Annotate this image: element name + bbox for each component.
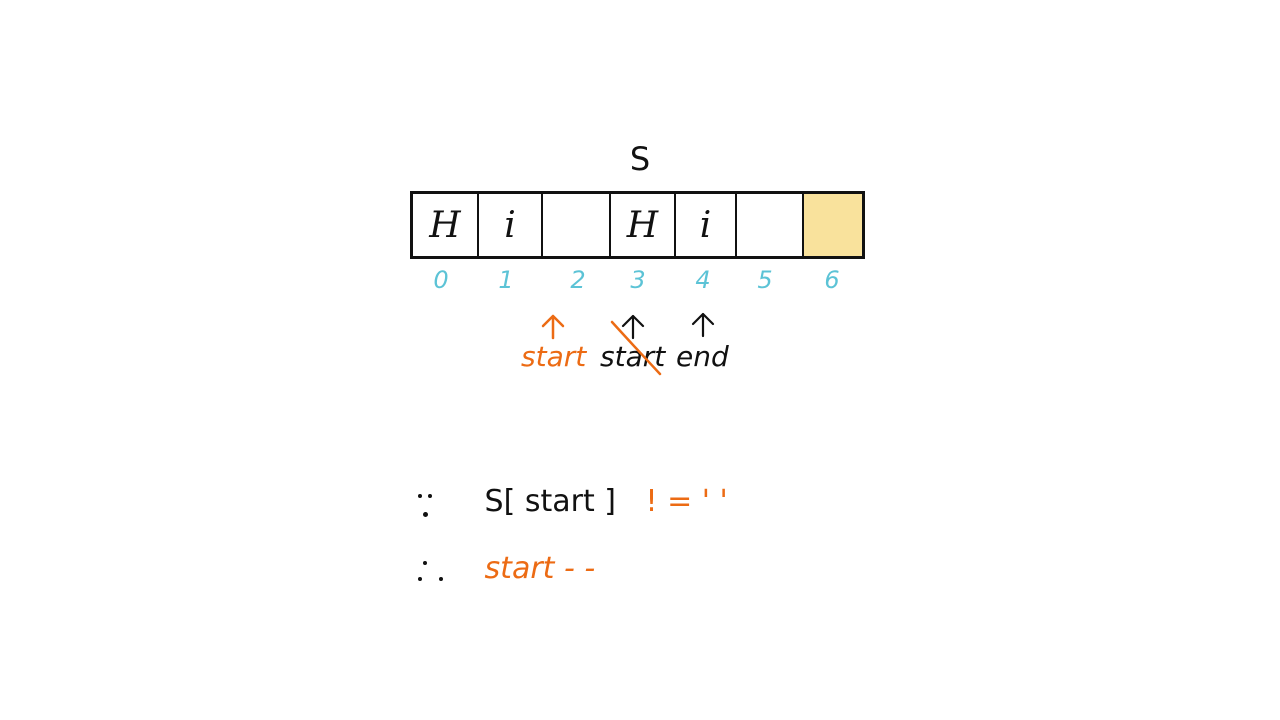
s-start-expression: S[ start ] xyxy=(484,484,616,519)
cell-value-0: H xyxy=(429,204,461,246)
new-start-label: start xyxy=(521,340,587,373)
index-label: 5 xyxy=(757,266,773,294)
therefore-line: start - - xyxy=(415,551,595,586)
index-label: 0 xyxy=(433,266,449,294)
because-line: S[ start ] ! = ' ' xyxy=(415,484,728,519)
array-cell-1: i xyxy=(479,194,543,256)
index-label: 4 xyxy=(695,266,711,294)
cell-value-3: H xyxy=(626,204,659,246)
end-arrow-icon xyxy=(691,312,715,338)
index-label: 3 xyxy=(630,266,646,294)
array-cell-6 xyxy=(804,194,862,256)
char-array: H i H i xyxy=(410,191,865,259)
old-start-arrow-icon xyxy=(621,314,645,340)
not-space-condition: ! = ' ' xyxy=(645,484,728,519)
start-arrow-icon xyxy=(541,314,565,340)
array-cell-2 xyxy=(543,194,611,256)
array-cell-4: i xyxy=(676,194,737,256)
therefore-symbol-icon xyxy=(415,555,455,585)
index-label: 2 xyxy=(570,266,586,294)
index-label: 1 xyxy=(498,266,514,294)
array-cell-0: H xyxy=(413,194,479,256)
strikethrough-mark xyxy=(610,320,662,376)
because-symbol-icon xyxy=(415,488,455,518)
start-decrement: start - - xyxy=(484,551,596,586)
array-cell-3: H xyxy=(611,194,676,256)
index-label: 6 xyxy=(824,266,840,294)
end-label: end xyxy=(676,340,729,373)
array-cell-5 xyxy=(737,194,804,256)
array-label: S xyxy=(629,140,651,178)
cell-value-1: i xyxy=(504,204,516,246)
cell-value-4: i xyxy=(699,204,712,246)
